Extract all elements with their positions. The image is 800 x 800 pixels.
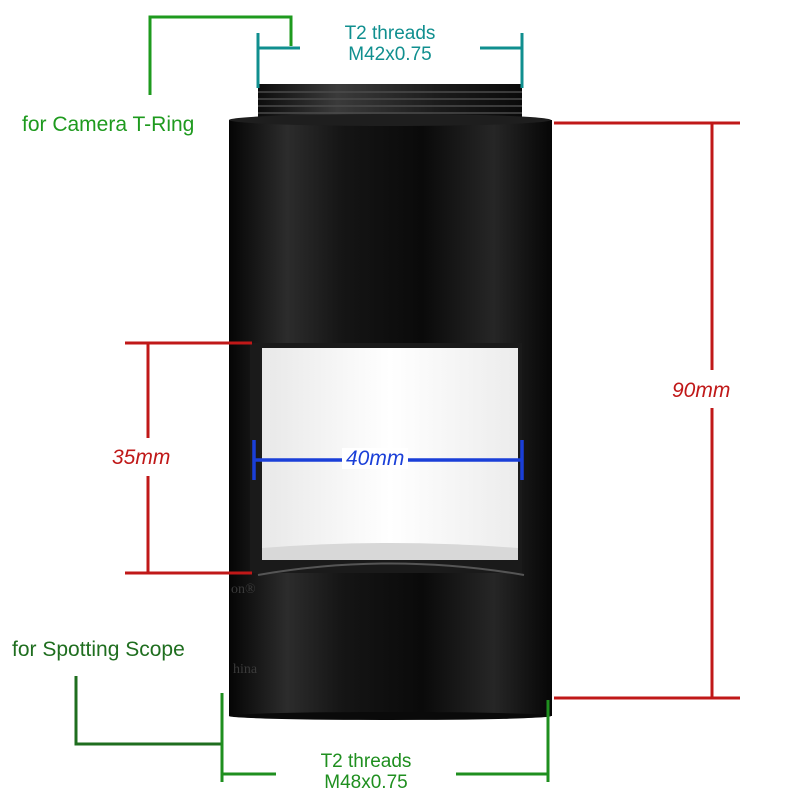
window-width-label: 40mm <box>342 448 409 469</box>
bottom-thread-label: T2 threads M48x0.75 <box>276 752 456 792</box>
engraving-brand: on® <box>231 582 256 597</box>
scope-label: for Spotting Scope <box>12 638 185 661</box>
camera-label: for Camera T-Ring <box>22 113 195 136</box>
height-dimension <box>554 121 740 700</box>
bottom-thread-line2: M48x0.75 <box>324 772 408 793</box>
engraving-country: hina <box>233 662 258 677</box>
top-thread-label: T2 threads M42x0.75 <box>300 24 480 64</box>
camera-bracket <box>148 15 293 95</box>
top-thread-line1: T2 threads <box>344 23 436 44</box>
bottom-thread-line1: T2 threads <box>320 751 412 772</box>
window-height-dimension <box>125 341 252 575</box>
scope-bracket <box>74 676 222 746</box>
window-height-label: 35mm <box>112 446 171 469</box>
height-label: 90mm <box>672 379 731 402</box>
top-thread-line2: M42x0.75 <box>348 44 432 65</box>
